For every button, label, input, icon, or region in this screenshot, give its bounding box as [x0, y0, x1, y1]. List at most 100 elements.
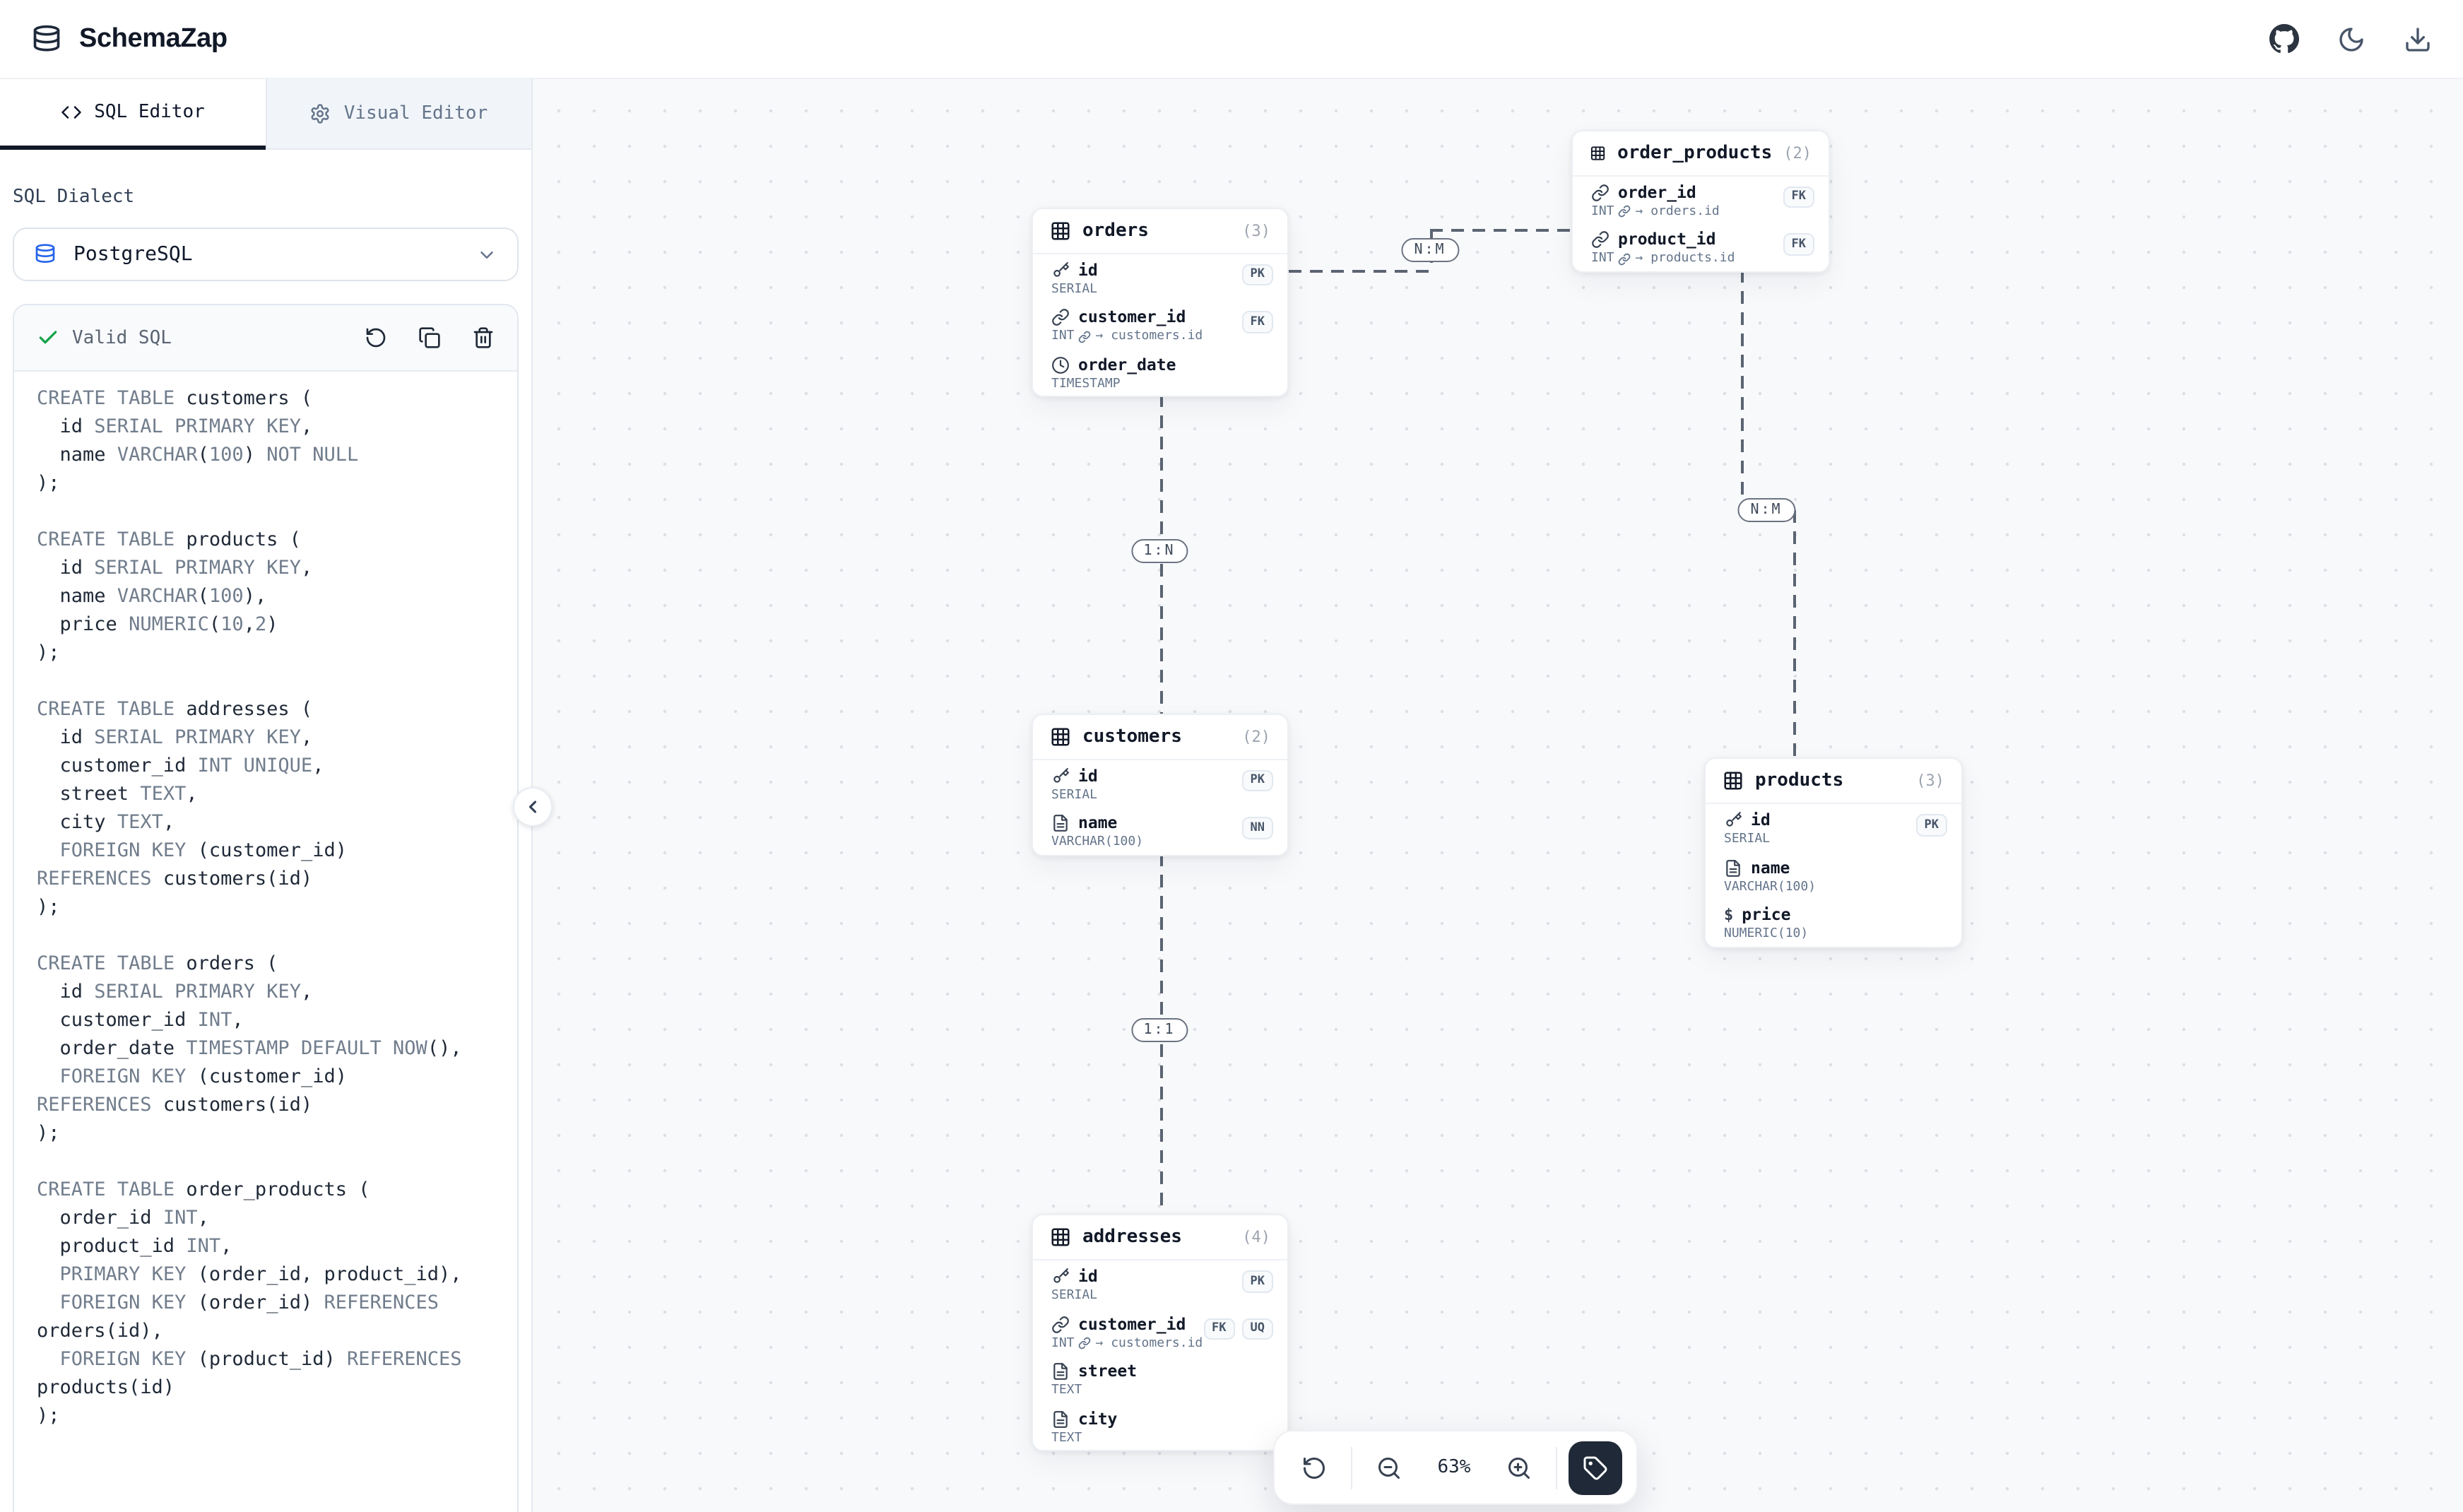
- chevron-left-icon: [528, 801, 537, 813]
- link-icon: [1051, 1315, 1070, 1333]
- relationship-line: [1740, 269, 1743, 510]
- relationship-line: [1289, 270, 1430, 273]
- sidebar: SQL Editor Visual Editor SQL Dialect Pos…: [0, 79, 533, 1512]
- table-icon: [1724, 772, 1742, 790]
- app-title: SchemaZap: [79, 23, 228, 53]
- code-line: CREATE TABLE orders (: [37, 952, 278, 975]
- undo-icon[interactable]: [365, 326, 387, 349]
- github-icon[interactable]: [2269, 24, 2299, 54]
- code-line: REFERENCES customers(id): [37, 868, 313, 890]
- field-name: customer_id: [1051, 1314, 1273, 1333]
- code-line: products(id): [37, 1376, 175, 1399]
- code-line: order_id INT,: [37, 1207, 209, 1229]
- theme-toggle-moon-icon[interactable]: [2337, 25, 2365, 53]
- trash-icon[interactable]: [472, 326, 495, 349]
- badge-fk: FK: [1241, 311, 1273, 333]
- code-line: PRIMARY KEY (order_id, product_id),: [59, 1263, 462, 1286]
- tab-sql-editor-label: SQL Editor: [94, 102, 205, 123]
- code-line: customer_id INT UNIQUE,: [37, 755, 324, 777]
- field-type: NUMERIC(10): [1724, 927, 1809, 941]
- key-icon: [1051, 767, 1070, 785]
- sql-dialect-label: SQL Dialect: [13, 187, 135, 208]
- file-text-icon: [1051, 1362, 1070, 1381]
- zoom-in-button[interactable]: [1494, 1442, 1544, 1493]
- code-line: id SERIAL PRIMARY KEY,: [37, 415, 313, 438]
- toolbar-divider: [1556, 1446, 1557, 1489]
- sql-dialect-select[interactable]: PostgreSQL: [13, 228, 519, 281]
- table-name: orders: [1082, 220, 1149, 241]
- field-count: (2): [1783, 143, 1812, 162]
- relationship-label: 1:N: [1130, 539, 1188, 563]
- relationship-label: N:M: [1737, 498, 1795, 522]
- code-line: city TEXT,: [37, 811, 175, 834]
- code-line: );: [37, 1405, 60, 1427]
- code-line: [37, 921, 509, 950]
- code-line: FOREIGN KEY (customer_id): [59, 1065, 347, 1088]
- field-badges: FK: [1783, 186, 1814, 208]
- copy-icon[interactable]: [418, 326, 441, 349]
- code-line: [37, 667, 509, 695]
- field-count: (3): [1242, 221, 1270, 240]
- brand: SchemaZap: [31, 23, 228, 54]
- reset-view-button[interactable]: [1289, 1442, 1340, 1493]
- code-line: CREATE TABLE order_products (: [37, 1179, 370, 1201]
- field-count: (4): [1242, 1228, 1270, 1246]
- code-line: id SERIAL PRIMARY KEY,: [37, 726, 313, 749]
- badge-fk: FK: [1203, 1318, 1235, 1340]
- badge-nn: NN: [1241, 817, 1273, 839]
- code-line: [37, 497, 509, 526]
- download-icon[interactable]: [2404, 25, 2432, 53]
- code-line: );: [37, 1122, 60, 1145]
- table-name: products: [1755, 770, 1844, 791]
- code-line: CREATE TABLE customers (: [37, 387, 313, 410]
- field-badges: PK: [1241, 769, 1273, 791]
- header-actions: [2269, 24, 2432, 54]
- table-name: order_products: [1617, 142, 1773, 163]
- field-badges: PK: [1915, 814, 1947, 836]
- tab-sql-editor[interactable]: SQL Editor: [0, 79, 265, 150]
- editor-tabs: SQL Editor Visual Editor: [0, 79, 531, 150]
- code-icon: [60, 102, 81, 123]
- app-header: SchemaZap: [0, 0, 2463, 79]
- chevron-down-icon: [476, 244, 497, 265]
- field-name: order_date: [1051, 355, 1273, 374]
- field-name: $price: [1724, 904, 1791, 924]
- field-name: id: [1051, 1267, 1273, 1286]
- code-line: REFERENCES customers(id): [37, 1094, 313, 1116]
- tab-visual-editor-label: Visual Editor: [343, 103, 488, 124]
- toggle-relationship-labels-button[interactable]: [1569, 1441, 1622, 1494]
- code-line: );: [37, 896, 60, 919]
- field-badges: PK: [1241, 264, 1273, 285]
- relationship-line: [1793, 510, 1796, 757]
- code-line: customer_id INT,: [37, 1009, 244, 1032]
- field-type: INT → customers.id: [1051, 1336, 1203, 1350]
- field-type: VARCHAR(100): [1051, 835, 1144, 849]
- sidebar-collapse-button[interactable]: [513, 787, 553, 827]
- code-line: id SERIAL PRIMARY KEY,: [37, 981, 313, 1003]
- field-type: TEXT: [1051, 1383, 1082, 1398]
- sql-code[interactable]: CREATE TABLE customers ( id SERIAL PRIMA…: [14, 372, 517, 1430]
- editor-tools: [365, 326, 495, 349]
- code-line: product_id INT,: [37, 1235, 232, 1258]
- field-type: SERIAL: [1051, 1289, 1098, 1303]
- tag-icon: [1583, 1455, 1607, 1479]
- code-line: CREATE TABLE products (: [37, 528, 301, 551]
- key-icon: [1051, 1268, 1070, 1286]
- tab-visual-editor[interactable]: Visual Editor: [265, 79, 531, 150]
- badge-fk: FK: [1783, 186, 1814, 208]
- zoom-out-button[interactable]: [1364, 1442, 1414, 1493]
- check-icon: [37, 326, 59, 349]
- field-type: INT → customers.id: [1051, 329, 1203, 343]
- table-card-header: products(3): [1706, 759, 1961, 804]
